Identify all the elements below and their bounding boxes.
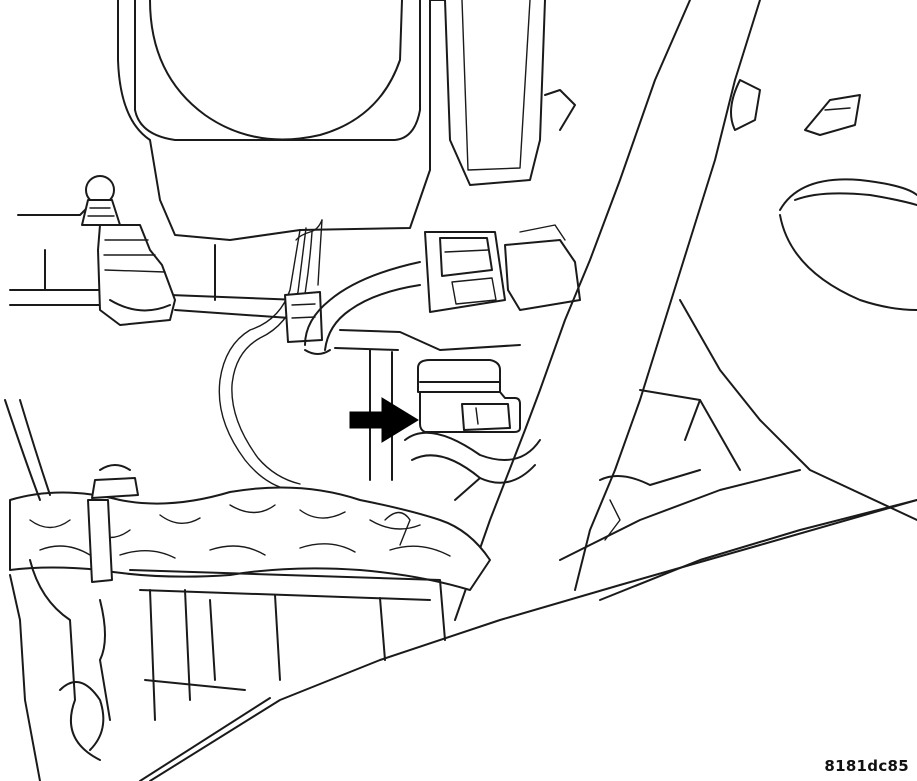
lower-hose — [404, 431, 541, 501]
hose-pipe — [304, 261, 521, 481]
callout-arrow-icon — [349, 397, 419, 443]
foreground-panel — [139, 499, 917, 781]
right-components — [559, 79, 917, 601]
left-strut — [4, 399, 51, 501]
reservoir-housing — [117, 0, 546, 241]
diagonal-panel — [454, 0, 761, 621]
left-bolt — [81, 175, 176, 326]
figure-id-label: 8181dc85 — [824, 757, 909, 775]
lower-grille — [129, 569, 446, 721]
wrapped-harness — [9, 486, 491, 591]
left-rail — [9, 199, 301, 319]
target-sensor — [417, 359, 521, 433]
upper-connector — [424, 224, 581, 313]
wiring-harness — [218, 219, 323, 491]
lower-left-brackets — [9, 464, 139, 781]
